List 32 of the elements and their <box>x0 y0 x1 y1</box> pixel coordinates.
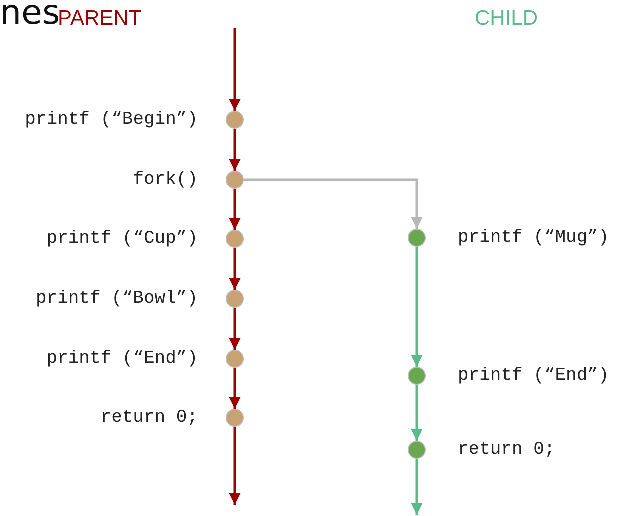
code-line: printf (“End”) <box>458 365 610 387</box>
arrow <box>229 427 241 505</box>
code-line: printf (“Bowl”) <box>36 288 198 310</box>
title-fragment: nes <box>0 0 60 30</box>
statement-dot <box>408 229 426 247</box>
code-line: printf (“End”) <box>46 348 198 370</box>
arrow <box>229 28 241 111</box>
column-heading: PARENT <box>58 8 142 29</box>
statement-dot <box>408 441 426 459</box>
arrow <box>411 385 423 441</box>
statement-dot <box>226 409 244 427</box>
code-line: fork() <box>133 169 198 191</box>
code-line: printf (“Cup”) <box>46 228 198 250</box>
arrow <box>229 308 241 350</box>
statement-dot <box>226 111 244 129</box>
arrow <box>229 248 241 290</box>
statement-dot <box>408 367 426 385</box>
arrow <box>411 459 423 515</box>
arrow <box>229 129 241 171</box>
code-line: printf (“Begin”) <box>25 109 198 131</box>
arrow <box>229 368 241 409</box>
statement-dot <box>226 290 244 308</box>
code-line: return 0; <box>458 439 556 461</box>
arrow <box>244 178 423 229</box>
code-line: return 0; <box>100 407 198 429</box>
statement-dot <box>226 350 244 368</box>
arrow <box>411 247 423 367</box>
code-line: printf (“Mug”) <box>458 227 610 249</box>
arrow <box>229 189 241 230</box>
column-heading: CHILD <box>475 8 538 29</box>
statement-dot <box>226 171 244 189</box>
statement-dot <box>226 230 244 248</box>
